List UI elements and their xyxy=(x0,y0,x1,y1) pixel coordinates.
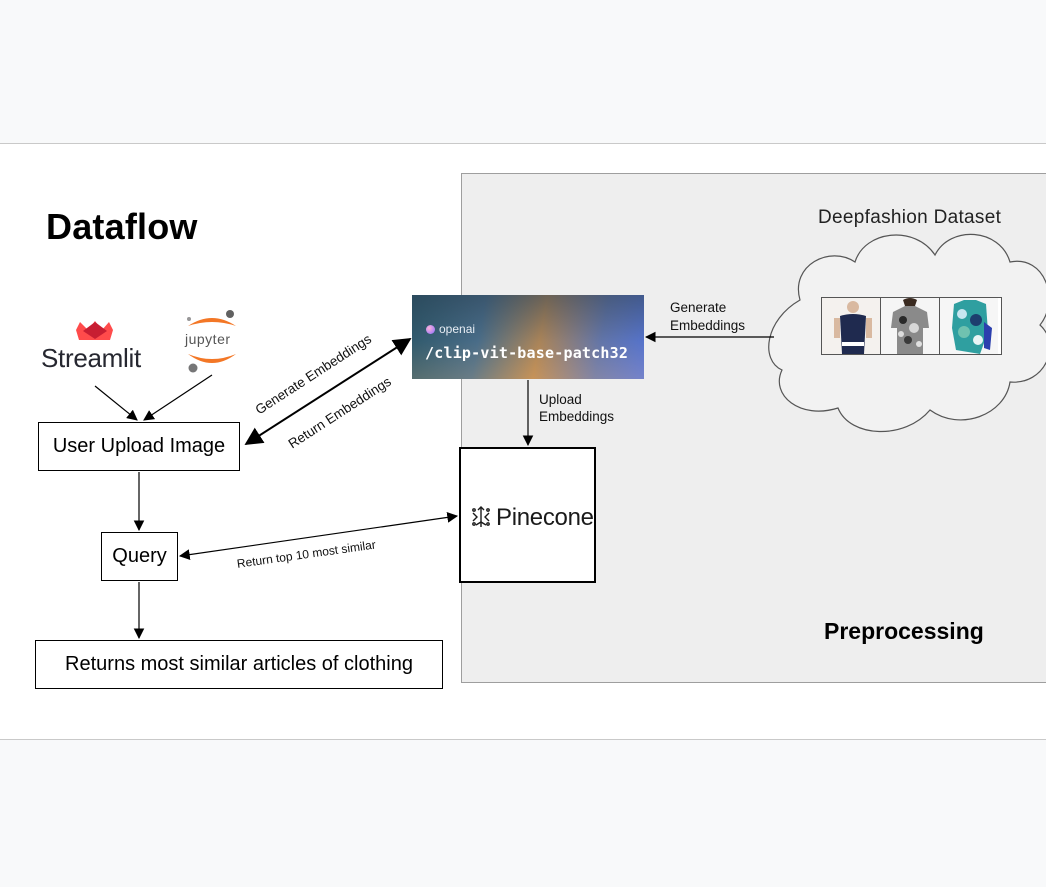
clip-model-label: /clip-vit-base-patch32 xyxy=(425,344,629,362)
upload-clip-arrow xyxy=(244,338,412,445)
dataset-thumbnails xyxy=(821,297,1002,355)
dataset-label: Deepfashion Dataset xyxy=(818,207,1002,228)
streamlit-to-upload-arrow xyxy=(94,385,138,421)
edge-label-dataset-generate: Generate xyxy=(670,300,727,315)
clip-org: openai xyxy=(426,322,475,336)
results-node: Returns most similar articles of clothin… xyxy=(35,640,443,689)
edge-label-upload-embeddings: Embeddings xyxy=(539,409,615,424)
bottom-band xyxy=(0,739,1046,887)
clothing-image-3 xyxy=(940,298,999,354)
top-band xyxy=(0,0,1046,144)
query-node: Query xyxy=(101,532,178,581)
jupyter-to-upload-arrow xyxy=(143,374,213,421)
clothing-image-2 xyxy=(881,298,940,354)
clip-model-card: openai /clip-vit-base-patch32 xyxy=(412,295,644,379)
clothing-image-1 xyxy=(822,298,881,354)
streamlit-label: Streamlit xyxy=(41,343,141,373)
clip-org-label: openai xyxy=(439,322,476,336)
edge-label-upload: Upload xyxy=(539,392,582,407)
preprocessing-label: Preprocessing xyxy=(824,618,984,644)
edge-label-dataset-embeddings: Embeddings xyxy=(670,318,746,333)
query-pinecone-arrow xyxy=(178,512,459,560)
pinecone-label: Pinecone xyxy=(496,504,594,531)
diagram-title: Dataflow xyxy=(46,206,198,247)
user-upload-node: User Upload Image xyxy=(38,422,240,471)
jupyter-label: jupyter xyxy=(185,331,231,347)
huggingface-org-icon xyxy=(426,324,435,334)
pinecone-logo-icon xyxy=(472,506,490,527)
pinecone-node: Pinecone xyxy=(459,447,596,583)
